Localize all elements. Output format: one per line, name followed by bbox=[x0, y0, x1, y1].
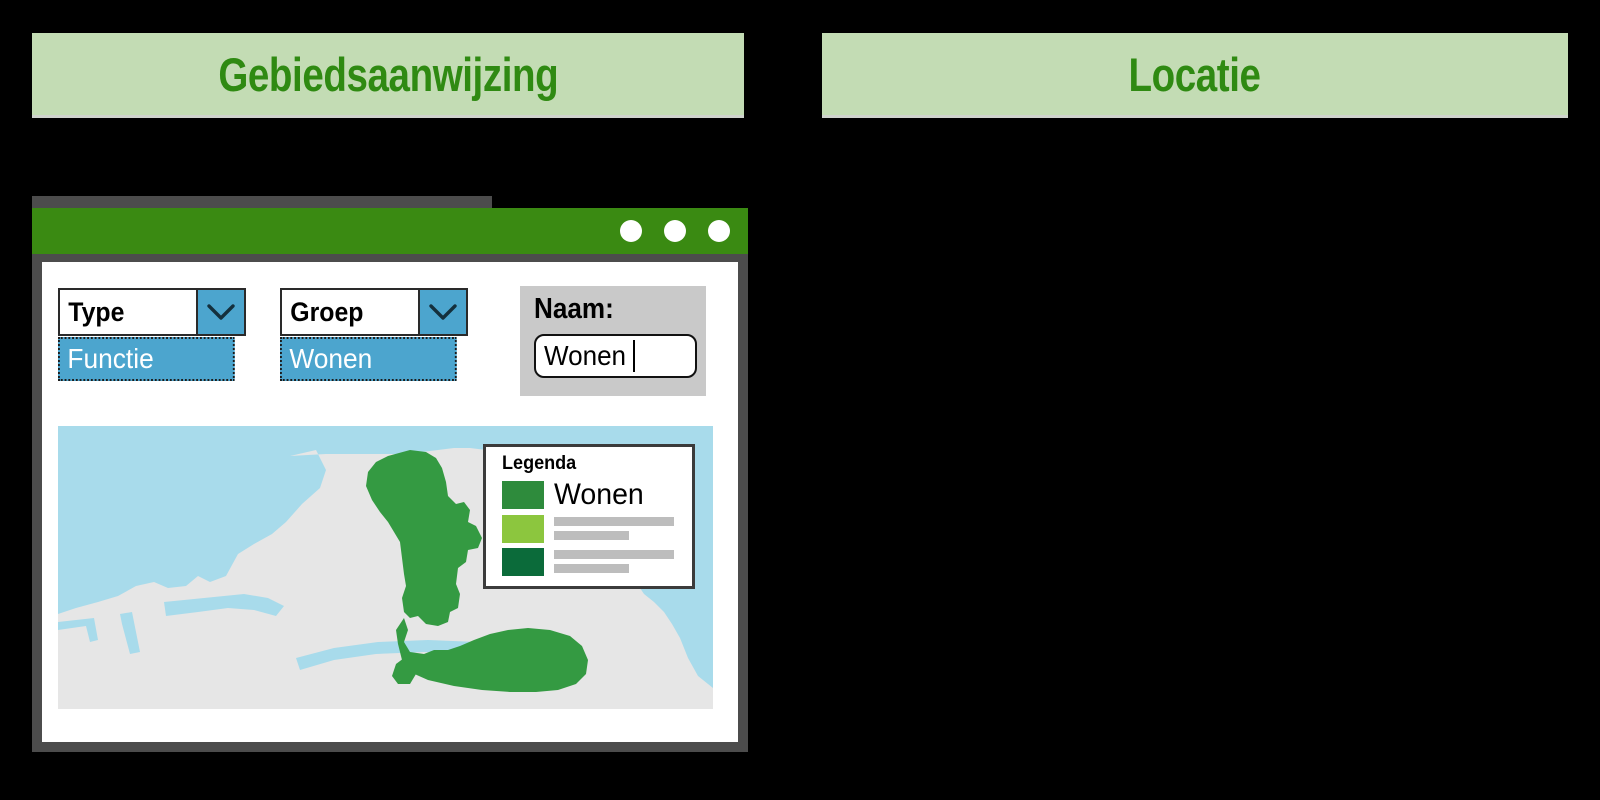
dropdown-type-control[interactable]: Type bbox=[58, 288, 246, 336]
chevron-down-icon[interactable] bbox=[196, 290, 244, 334]
map-inlet-1 bbox=[58, 618, 98, 642]
window-dot-2-icon[interactable] bbox=[664, 220, 686, 242]
chevron-down-icon[interactable] bbox=[418, 290, 466, 334]
map-zone-south bbox=[396, 618, 588, 692]
map-zone-north bbox=[366, 450, 482, 626]
legend-title: Legenda bbox=[502, 453, 577, 474]
map-legend: Legenda Wonen bbox=[483, 444, 695, 589]
window-titlebar bbox=[32, 208, 748, 254]
dropdown-groep-selected-option[interactable]: Wonen bbox=[280, 337, 457, 381]
legend-swatch-placeholder-2 bbox=[502, 547, 544, 576]
map-inlet-3 bbox=[164, 594, 284, 616]
dropdown-type-selected-option[interactable]: Functie bbox=[58, 337, 235, 381]
legend-placeholder-bar bbox=[554, 517, 674, 527]
page-title-locatie: Locatie bbox=[1128, 47, 1262, 101]
window-top-shadow-strip bbox=[32, 196, 492, 210]
naam-label: Naam: bbox=[534, 293, 614, 325]
legend-label-wonen: Wonen bbox=[554, 477, 644, 511]
legend-swatch-placeholder-1 bbox=[502, 514, 544, 543]
dropdown-type-label: Type bbox=[68, 296, 125, 327]
naam-panel: Naam: Wonen bbox=[520, 286, 706, 396]
window-dot-3-icon[interactable] bbox=[708, 220, 730, 242]
legend-placeholder-bars bbox=[554, 550, 674, 574]
map-zone-south-tail bbox=[392, 658, 416, 684]
locatie-content-panel bbox=[822, 196, 1568, 752]
map-view[interactable]: Legenda Wonen bbox=[58, 426, 713, 709]
legend-swatch-wonen bbox=[502, 480, 544, 509]
window-dot-1-icon[interactable] bbox=[620, 220, 642, 242]
text-caret-icon bbox=[633, 339, 636, 372]
legend-item: Wonen bbox=[502, 477, 682, 511]
page-title-gebiedsaanwijzing: Gebiedsaanwijzing bbox=[218, 47, 558, 101]
dropdown-groep[interactable]: Groep Wonen bbox=[280, 288, 468, 381]
naam-input-value: Wonen bbox=[544, 339, 627, 371]
legend-placeholder-bar bbox=[554, 550, 674, 560]
legend-placeholder-bar bbox=[554, 564, 629, 574]
browser-window: Type Functie Groep bbox=[32, 196, 748, 752]
window-content: Type Functie Groep bbox=[42, 262, 738, 742]
window-frame: Type Functie Groep bbox=[32, 254, 748, 752]
legend-placeholder-bar bbox=[554, 531, 629, 541]
dropdown-groep-label: Groep bbox=[290, 296, 364, 327]
legend-item bbox=[502, 514, 682, 543]
dropdown-type[interactable]: Type Functie bbox=[58, 288, 246, 381]
header-band-locatie: Locatie bbox=[822, 33, 1568, 115]
dropdown-groep-control[interactable]: Groep bbox=[280, 288, 468, 336]
legend-placeholder-bars bbox=[554, 517, 674, 541]
naam-input[interactable]: Wonen bbox=[534, 333, 697, 378]
header-band-gebiedsaanwijzing: Gebiedsaanwijzing bbox=[32, 33, 744, 115]
map-inlet-2 bbox=[120, 612, 140, 654]
legend-item bbox=[502, 547, 682, 576]
